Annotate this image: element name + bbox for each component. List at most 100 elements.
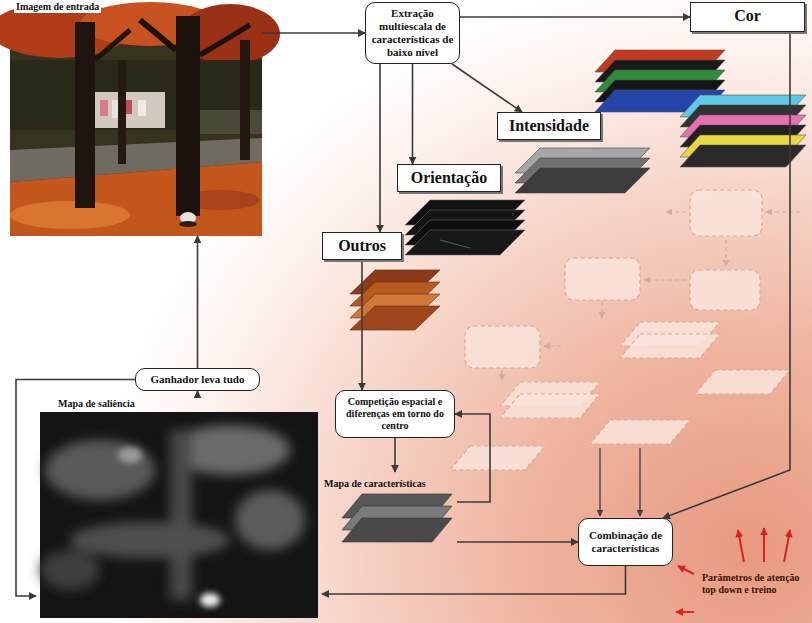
- process-box: Competição espacial e diferenças em torn…: [335, 390, 455, 438]
- intensity-maps: [515, 148, 650, 193]
- input-photo-part: [200, 110, 262, 134]
- node-text: Mapa de saliência: [58, 398, 135, 410]
- orientation-maps: [405, 200, 525, 255]
- node-text: Orientação: [404, 168, 494, 187]
- saliency-image-part-part: [235, 490, 305, 550]
- process-box: Extração multiescala de características …: [365, 2, 460, 64]
- input-photo-part: [75, 22, 95, 208]
- dashed-arrows-part: [501, 370, 502, 380]
- input-photo: [0, 2, 280, 236]
- dashed-arrows-part: [544, 345, 561, 346]
- flow-arrow: [322, 566, 626, 594]
- flow-arrow: [452, 64, 522, 112]
- input-photo-part: [95, 92, 165, 128]
- input-photo-part: [240, 40, 250, 160]
- saliency-image-part-part: [70, 522, 230, 558]
- dashed-arrows: [502, 212, 800, 380]
- top-down-arrows-part: [678, 566, 694, 574]
- other-maps-part: [350, 306, 440, 330]
- node-text: Ganhador leva tudo: [141, 373, 254, 386]
- feature-map-stack-part: [342, 518, 452, 542]
- input-image-panel: Imagem de entrada: [10, 0, 262, 236]
- feature-channel-box: Outros: [322, 232, 402, 260]
- saliency-image-part: [118, 447, 220, 607]
- dashed-stages-part: [695, 370, 790, 394]
- dashed-stages-part: [690, 270, 760, 310]
- flow-arrow: [455, 414, 490, 502]
- input-photo-part: [10, 162, 262, 236]
- input-photo-part: [176, 16, 200, 216]
- saliency-image-part-part: [40, 550, 100, 590]
- dashed-arrows-part: [644, 279, 686, 280]
- flow-arrow: [197, 236, 199, 368]
- color-maps-part: [680, 145, 806, 167]
- saliency-image-part-part: [200, 593, 220, 607]
- top-down-arrows-part: [676, 611, 694, 613]
- input-photo-part: [140, 20, 176, 50]
- node-text: Mapa de características: [324, 478, 426, 490]
- input-photo-part: [138, 100, 146, 116]
- node-text: Intensidade: [504, 116, 594, 135]
- saliency-image-part-part: [118, 447, 142, 463]
- combination-inputs-part: [639, 448, 640, 516]
- orientation-maps-part: [440, 240, 470, 248]
- input-photo-part: [179, 221, 197, 227]
- input-photo-part: [118, 60, 126, 164]
- saliency-image-part-part: [45, 440, 155, 500]
- top-down-arrows: [676, 528, 790, 612]
- dashed-stages-part: [690, 190, 762, 236]
- node-text: Imagem de entrada: [14, 1, 101, 13]
- flow-arrow: [361, 260, 363, 390]
- saliency-image-part-part: [170, 430, 192, 600]
- feature-channel-box: Cor: [690, 2, 805, 32]
- flow-arrow: [262, 32, 365, 34]
- top-down-arrows-part: [763, 528, 765, 562]
- node-text: Competição espacial e diferenças em torn…: [341, 396, 449, 431]
- dashed-arrows-part: [601, 302, 602, 318]
- dashed-stages-part: [590, 420, 690, 444]
- combination-inputs: [600, 448, 640, 516]
- flow-arrow: [412, 64, 414, 164]
- flow-arrow: [16, 380, 135, 597]
- node-text: Extração multiescala de características …: [371, 7, 454, 59]
- saliency-image: [40, 412, 318, 618]
- dashed-arrows-part: [666, 211, 686, 212]
- intensity-maps-part: [515, 168, 650, 193]
- other-maps: [350, 270, 440, 330]
- saliency-image-part: [40, 412, 318, 618]
- feature-channel-box: Intensidade: [497, 112, 601, 140]
- node-text: Combinação de características: [584, 529, 667, 555]
- input-photo-part: [10, 201, 130, 229]
- node-text: Outros: [329, 236, 395, 255]
- process-box: Ganhador leva tudo: [135, 368, 260, 391]
- top-down-arrows-part: [784, 530, 790, 562]
- flow-arrow: [460, 16, 690, 18]
- dashed-arrows-part: [766, 211, 800, 212]
- saliency-image-part: [40, 425, 305, 600]
- dashed-stages-part: [500, 394, 600, 418]
- dashed-stages-part: [565, 258, 640, 300]
- feature-map-stack: [342, 494, 452, 542]
- annotation-label: Parâmetros de atenção top down e treino: [702, 572, 806, 596]
- combination-inputs-part: [599, 448, 600, 516]
- dashed-stages-part: [465, 326, 540, 368]
- input-photo-part: [100, 100, 108, 116]
- dashed-stages-part: [620, 334, 720, 358]
- dashed-arrows-part: [725, 240, 726, 266]
- feature-map-panel: Mapa de características: [322, 472, 457, 562]
- dashed-stages: [450, 190, 790, 470]
- feature-channel-box: Orientação: [397, 164, 501, 192]
- top-down-arrows-part: [738, 530, 744, 562]
- process-box: Combinação de características: [578, 518, 673, 566]
- flow-arrow: [197, 391, 199, 398]
- flow-arrow: [394, 438, 396, 472]
- input-photo-part: [200, 25, 250, 55]
- node-text: Cor: [697, 6, 798, 25]
- orientation-maps-part: [405, 230, 525, 255]
- flow-arrow: [457, 541, 578, 543]
- dashed-stages-part: [450, 446, 545, 470]
- input-photo-part: [95, 30, 130, 60]
